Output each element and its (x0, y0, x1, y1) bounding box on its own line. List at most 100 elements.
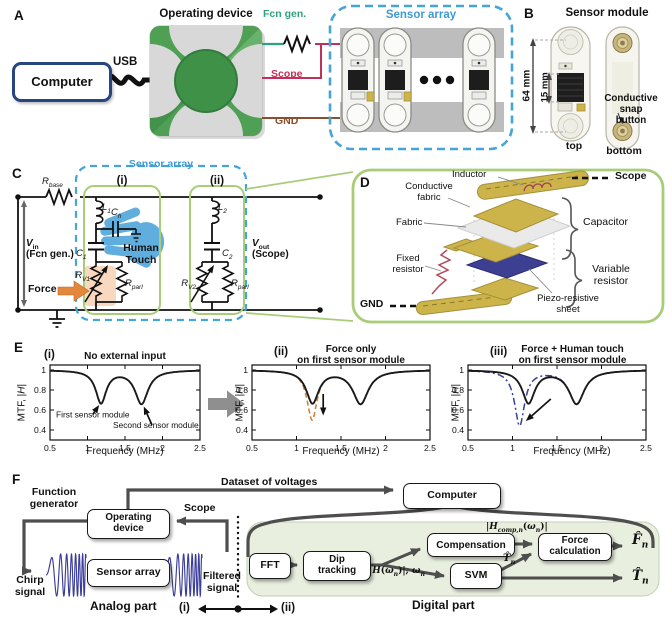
ch-label: Ch (111, 207, 122, 220)
capacitor-ch-icon (112, 221, 119, 237)
view-top-label: top (565, 140, 583, 152)
scope-label-a: Scope (271, 68, 303, 80)
variable-resistor-label: Variable resistor (592, 263, 630, 287)
fabric-label: Fabric (396, 217, 423, 228)
h-dip-label: |H(ωn)|, ωn (369, 566, 425, 578)
chirp-signal-wave (45, 552, 87, 598)
fcn-gen-line (22, 519, 87, 576)
dip-tracking-node: Dip tracking (303, 551, 371, 581)
svg-text:0.8: 0.8 (236, 385, 248, 395)
node-dots (15, 194, 323, 313)
filtered-signal-wave (163, 552, 203, 599)
fcn-gen-label: Fcn gen. (263, 8, 307, 20)
plot-ii-title: Force only on first sensor module (297, 344, 405, 367)
svg-text:2.5: 2.5 (640, 443, 652, 453)
panel-b-label: B (524, 6, 534, 21)
force-label: Force (28, 283, 57, 295)
analog-part-label: Analog part (90, 599, 157, 613)
computer-left-line (246, 505, 445, 557)
compensation-node: Compensation (427, 533, 515, 557)
l2-label: L2 (218, 202, 227, 215)
variable-resistor-rv2-icon (195, 262, 209, 302)
sensor-array-graphic (328, 4, 514, 151)
fixed-resistor-label: Fixed resistor (392, 253, 424, 275)
svg-text:0.8: 0.8 (452, 385, 464, 395)
plot-iii-title: Force + Human touch on first sensor modu… (518, 344, 627, 367)
svg-text:2.5: 2.5 (194, 443, 206, 453)
sensor-array-node: Sensor array (87, 559, 170, 587)
dim-64mm-label: 64 mm (521, 69, 533, 102)
annotation-leaders (423, 176, 553, 294)
svg-text:0.6: 0.6 (236, 405, 248, 415)
inductor-coil-icon (523, 182, 552, 192)
vin-arrow (21, 200, 27, 307)
svg-text:0.5: 0.5 (246, 443, 258, 453)
conductive-fabric-label: Conductive fabric (405, 181, 453, 203)
svg-text:0.5: 0.5 (44, 443, 56, 453)
operating-device-label: Operating device (159, 8, 253, 20)
svg-text:0.5: 0.5 (462, 443, 474, 453)
snap-button-pointer (617, 112, 624, 125)
branch-ii-box (189, 185, 245, 315)
block-arrow-icon (208, 390, 245, 418)
svg-text:1: 1 (294, 443, 299, 453)
gold-top-arm (476, 170, 590, 200)
svg-text:2: 2 (383, 443, 388, 453)
rv2-arrowhead (207, 265, 214, 274)
ellipsis-dots-icon (419, 75, 455, 85)
fixed-resistor-icon (431, 249, 452, 295)
scope-label-d: Scope (615, 170, 647, 182)
gnd-label-d: GND (360, 298, 384, 310)
panel-d-label: D (360, 175, 370, 190)
dim-15mm-label: 15 mm (539, 72, 551, 103)
rv2-label: RV2 (181, 278, 196, 291)
l1-label: L1 (102, 202, 111, 215)
ground-symbol (49, 310, 65, 328)
sensor-array-label-a: Sensor array (385, 9, 457, 21)
branch-i-circuit (84, 197, 141, 310)
c1-label: C1 (76, 248, 87, 261)
sensor-module-graphic-2 (378, 27, 412, 133)
dataset-line (126, 485, 394, 511)
fft-node: FFT (249, 553, 291, 579)
computer-node-f: Computer (403, 483, 501, 509)
panel-a-label: A (14, 8, 24, 23)
conductive-fabric-layer (472, 198, 560, 233)
h-comp-label: |Hcomp,n(ωn)| (486, 522, 548, 534)
function-generator-label: Function generator (29, 486, 79, 510)
sensor-module-graphic-1 (341, 27, 375, 133)
svg-text:1.5: 1.5 (119, 443, 131, 453)
marker-ii-label: (ii) (281, 602, 296, 614)
variable-resistor-rv1-icon (89, 262, 103, 302)
piezo-label: Piezo-resistive sheet (537, 293, 599, 315)
t-mid-label: T̂n (503, 553, 516, 566)
touch-ground-icon (131, 229, 141, 243)
part-axis-arrow (198, 604, 278, 614)
human-hand-icon (100, 207, 165, 268)
circuit-rails (17, 187, 320, 311)
capacitor-label: Capacitor (583, 216, 628, 228)
force-highlight (84, 266, 116, 306)
dimension-15mm-arrow (546, 72, 560, 104)
vout-label: Vout (Scope) (252, 238, 289, 261)
scope-line (176, 516, 229, 552)
rbase-label: Rbase (42, 176, 63, 189)
vin-label: Vin (Fcn gen.) (26, 238, 74, 261)
inductor-label: Inductor (452, 169, 487, 180)
rparl2-label: Rparl (231, 278, 249, 291)
inductor-l1-icon (95, 200, 104, 224)
force-calculation-node: Force calculation (538, 533, 612, 561)
resistor-rparl2-icon (221, 262, 235, 302)
variable-resistor-brace (565, 249, 583, 308)
svg-text:1: 1 (85, 443, 90, 453)
dataset-label: Dataset of voltages (221, 476, 318, 488)
svg-text:0.8: 0.8 (34, 385, 46, 395)
t-output-label: T̂n (632, 568, 649, 587)
gold-layer-bottom (470, 277, 540, 301)
branch-ii-label: (ii) (209, 175, 225, 187)
svg-text:1: 1 (510, 443, 515, 453)
braces (561, 197, 583, 308)
